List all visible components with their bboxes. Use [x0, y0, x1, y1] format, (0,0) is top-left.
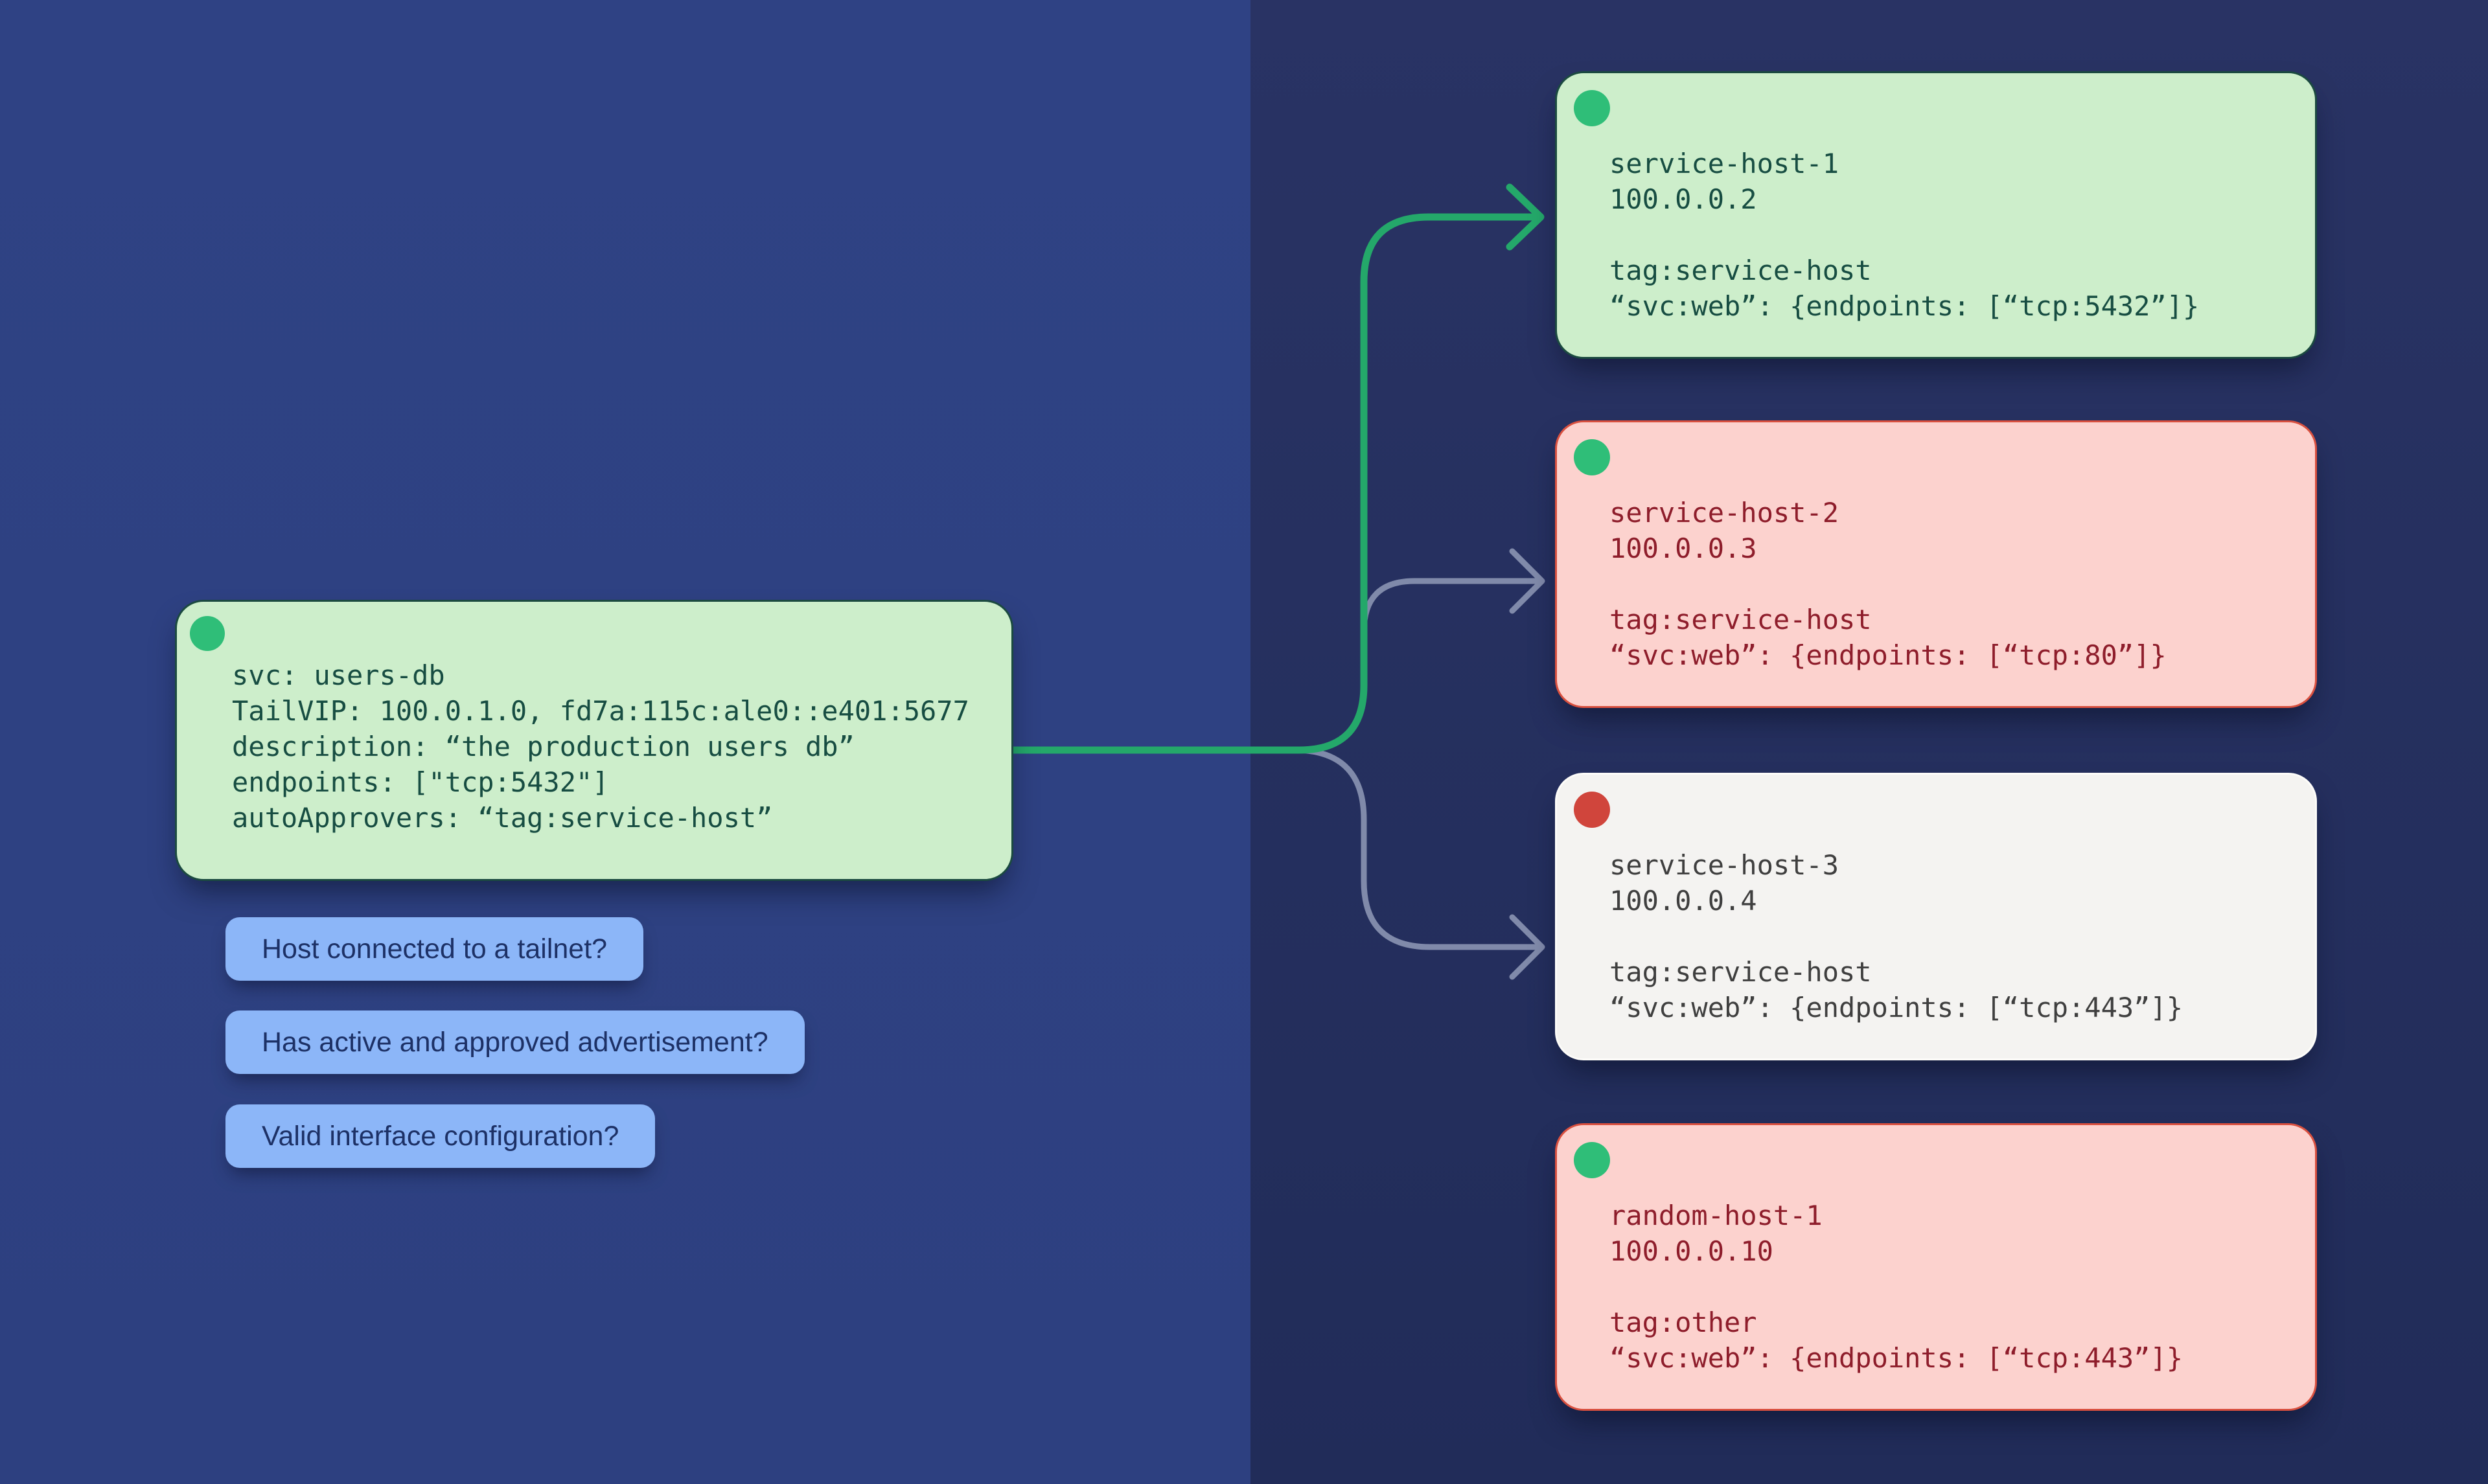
service-description-line: description: “the production users db”	[232, 731, 855, 762]
service-autoapprovers-line: autoApprovers: “tag:service-host”	[232, 802, 773, 834]
blank-line	[1609, 566, 2167, 602]
host-ip: 100.0.0.3	[1609, 532, 1757, 564]
status-dot-green-icon	[1574, 439, 1610, 475]
arrow-to-service-host-2	[1296, 548, 1545, 753]
service-name-line: svc: users-db	[232, 659, 445, 691]
host-ip: 100.0.0.4	[1609, 885, 1757, 917]
host-tag: tag:other	[1609, 1307, 1757, 1338]
host-tag: tag:service-host	[1609, 956, 1872, 988]
host-ip: 100.0.0.10	[1609, 1235, 1773, 1267]
service-tailvip-line: TailVIP: 100.0.1.0, fd7a:115c:ale0::e401…	[232, 695, 969, 727]
host-card-service-host-2: service-host-2 100.0.0.3 tag:service-hos…	[1555, 420, 2317, 708]
blank-line	[1609, 1269, 2183, 1305]
host-code: service-host-3 100.0.0.4 tag:service-hos…	[1609, 847, 2183, 1025]
host-svc-advertisement: “svc:web”: {endpoints: [“tcp:5432”]}	[1609, 290, 2200, 322]
service-definition-card: svc: users-db TailVIP: 100.0.1.0, fd7a:1…	[175, 600, 1013, 881]
blank-line	[1609, 217, 2199, 253]
status-dot-green-icon	[1574, 90, 1610, 126]
question-chip-tailnet: Host connected to a tailnet?	[225, 917, 644, 981]
host-name: service-host-3	[1609, 849, 1839, 881]
arrow-to-service-host-3	[1296, 747, 1545, 980]
host-code: service-host-2 100.0.0.3 tag:service-hos…	[1609, 495, 2167, 673]
host-svc-advertisement: “svc:web”: {endpoints: [“tcp:80”]}	[1609, 639, 2167, 671]
question-chip-interface: Valid interface configuration?	[225, 1104, 656, 1168]
service-definition-code: svc: users-db TailVIP: 100.0.1.0, fd7a:1…	[232, 657, 969, 836]
host-tag: tag:service-host	[1609, 604, 1872, 635]
host-code: service-host-1 100.0.0.2 tag:service-hos…	[1609, 146, 2199, 324]
host-ip: 100.0.0.2	[1609, 183, 1757, 215]
host-name: service-host-2	[1609, 497, 1839, 529]
host-card-service-host-3: service-host-3 100.0.0.4 tag:service-hos…	[1555, 773, 2317, 1060]
host-svc-advertisement: “svc:web”: {endpoints: [“tcp:443”]}	[1609, 1342, 2183, 1374]
host-name: service-host-1	[1609, 148, 1839, 179]
blank-line	[1609, 919, 2183, 954]
host-card-random-host-1: random-host-1 100.0.0.10 tag:other “svc:…	[1555, 1123, 2317, 1411]
status-dot-red-icon	[1574, 792, 1610, 828]
question-chip-advertisement: Has active and approved advertisement?	[225, 1010, 805, 1074]
arrow-to-service-host-1	[1009, 183, 1545, 754]
host-tag: tag:service-host	[1609, 255, 1872, 286]
status-dot-green-icon	[1574, 1142, 1610, 1178]
host-svc-advertisement: “svc:web”: {endpoints: [“tcp:443”]}	[1609, 992, 2183, 1023]
host-code: random-host-1 100.0.0.10 tag:other “svc:…	[1609, 1198, 2183, 1376]
status-dot-green-icon	[190, 616, 225, 651]
service-endpoints-line: endpoints: ["tcp:5432"]	[232, 766, 609, 798]
host-name: random-host-1	[1609, 1200, 1823, 1231]
host-card-service-host-1: service-host-1 100.0.0.2 tag:service-hos…	[1555, 71, 2317, 359]
